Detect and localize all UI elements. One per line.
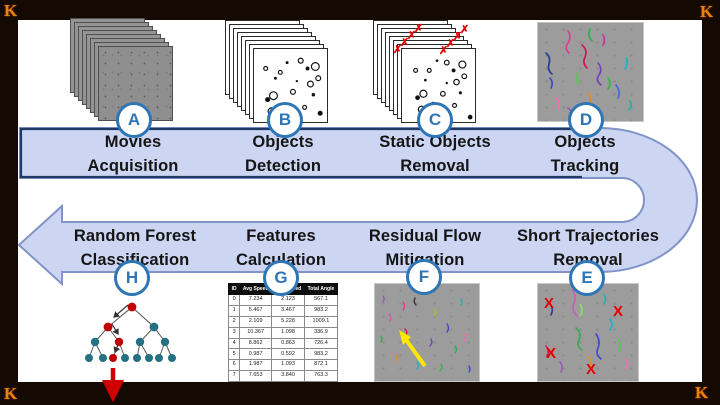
features-table-cell: 0.863	[271, 337, 305, 350]
logo-k-bottom-left: K	[4, 384, 18, 403]
features-table-cell: 0.592	[271, 348, 305, 361]
features-table-cell: 983.2	[303, 304, 339, 317]
features-table-cell: 6	[227, 359, 241, 372]
features-table-cell: 567.1	[303, 294, 339, 306]
features-table-cell: 2.123	[271, 294, 305, 306]
features-table-cell: 3	[227, 326, 241, 339]
removed-static-mark-icon: ✗	[400, 37, 410, 49]
features-table-cell: 1.098	[271, 326, 305, 339]
removed-static-mark-icon: ✗	[439, 45, 449, 57]
features-table-cell: 4	[227, 337, 241, 350]
logo-k-bottom-right: K	[695, 383, 709, 402]
features-table-cell: 5	[227, 348, 241, 361]
features-table-cell: 3.840	[271, 370, 305, 382]
step-label-movies-acquisition: Movies Acquisition	[87, 133, 179, 175]
flow-arrow-head-icon	[399, 330, 411, 345]
step-badge-b: B	[267, 102, 303, 138]
features-table-cell: 10.367	[239, 326, 273, 339]
logo-k-top-right: K	[700, 2, 714, 21]
tracking-photo	[537, 22, 644, 122]
removed-static-mark-icon: ✗	[414, 23, 424, 35]
features-table-cell: 336.9	[303, 326, 339, 339]
features-table-cell: 872.1	[303, 359, 339, 372]
step-badge-h: H	[114, 260, 150, 296]
step-badge-g: G	[263, 260, 299, 296]
residual-flow-photo	[374, 283, 480, 382]
features-table-cell: 7.653	[239, 370, 273, 382]
step-label-random-forest-classification: Random Forest Classification	[73, 227, 197, 269]
features-table-cell: 1.987	[239, 359, 273, 372]
features-table-cell: 7	[227, 370, 241, 382]
features-table-cell: 2	[227, 315, 241, 328]
features-table-header: ID	[227, 283, 241, 295]
short-trajectories-photo: X X X X	[537, 283, 639, 382]
features-table-cell: 5.228	[271, 315, 305, 328]
features-table-cell: 8.862	[239, 337, 273, 350]
features-table-cell: 1	[227, 304, 241, 317]
step-badge-e: E	[569, 260, 605, 296]
step-badge-a: A	[116, 102, 152, 138]
slide-background: ✗ ✗ ✗ ✗ ✗ ✗ ✗ ✗	[18, 18, 702, 402]
removed-static-mark-icon: ✗	[460, 24, 470, 36]
random-forest-tree-illustration	[85, 302, 176, 402]
features-table-cell: 2.109	[239, 315, 273, 328]
residual-flow-art	[380, 295, 471, 373]
features-table-cell: 0.987	[239, 348, 273, 361]
removed-static-mark-icon: ✗	[393, 44, 403, 56]
removed-trajectory-mark-icon: X	[546, 345, 557, 362]
features-table-cell: 7.234	[239, 294, 273, 306]
step-badge-f: F	[406, 259, 442, 295]
removed-static-mark-icon: ✗	[446, 38, 456, 50]
removed-static-mark-icon: ✗	[453, 31, 463, 43]
flow-direction-arrow-icon	[402, 335, 427, 368]
step-badge-c: C	[417, 102, 453, 138]
step-label-objects-tracking: Objects Tracking	[550, 133, 620, 175]
step-label-static-objects-removal: Static Objects Removal	[379, 133, 491, 175]
features-table-cell: 763.3	[303, 370, 339, 382]
short-trajectories-art	[545, 289, 629, 373]
features-table-cell: 1.093	[271, 359, 305, 372]
step-label-objects-detection: Objects Detection	[244, 133, 322, 175]
movies-stack-illustration	[70, 18, 174, 122]
trajectories-art	[545, 28, 633, 115]
features-table-cell: 1009.1	[303, 315, 339, 328]
logo-k-top-left: K	[4, 1, 18, 20]
features-table-cell: 726.4	[303, 337, 339, 350]
features-table-cell: 5.467	[239, 304, 273, 317]
step-label-residual-flow-mitigation: Residual Flow Mitigation	[368, 227, 482, 269]
features-table-cell: 3.467	[271, 304, 305, 317]
removed-trajectory-mark-icon: X	[586, 361, 597, 378]
filtered-objects-frame	[401, 48, 476, 123]
step-badge-d: D	[568, 102, 604, 138]
features-table-header: Total Angle	[303, 283, 339, 295]
removed-trajectory-mark-icon: X	[613, 303, 624, 320]
removed-trajectory-mark-icon: X	[544, 295, 555, 312]
removed-static-mark-icon: ✗	[407, 30, 417, 42]
features-table-cell: 0	[227, 294, 241, 306]
features-table-cell: 983.2	[303, 348, 339, 361]
